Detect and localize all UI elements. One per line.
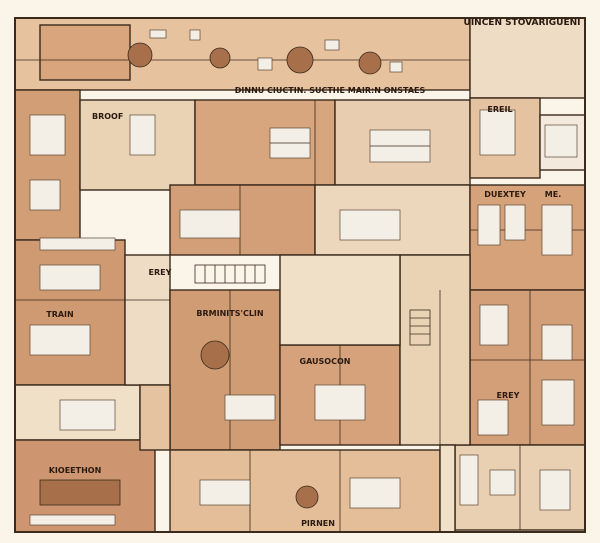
room-label-brminits: BRMINITS'CLIN bbox=[196, 309, 263, 318]
room-label-ereil: EREIL bbox=[487, 105, 512, 114]
room-label-train: TRAIN bbox=[46, 310, 73, 319]
top-left-patio bbox=[39, 24, 131, 81]
plan-title: UINCEN STOVARIGUENI bbox=[464, 18, 581, 28]
furniture-lower bbox=[29, 264, 401, 526]
stairs bbox=[194, 264, 431, 346]
room-label-duextey: DUEXTEY bbox=[484, 190, 526, 199]
outer-wall bbox=[14, 17, 586, 533]
train-room bbox=[14, 239, 126, 386]
room-label-broof: BROOF bbox=[92, 112, 123, 121]
room-label-kioeethon: KIOEETHON bbox=[49, 466, 102, 475]
room-label-erey-center: EREY bbox=[149, 268, 172, 277]
corridor-room bbox=[124, 254, 171, 386]
room-label-pirnen: PIRNEN bbox=[301, 519, 335, 528]
furniture-upper bbox=[29, 114, 431, 251]
room-label-gausocon: GAUSOCON bbox=[300, 357, 351, 366]
furniture-top bbox=[127, 29, 403, 75]
upper-dining-room bbox=[194, 99, 336, 186]
center-right-room bbox=[399, 254, 471, 446]
plan-banner: DINNU CIUCTIN. SUCTHE MAIR:N ONSTAES bbox=[235, 86, 426, 95]
stair-hall bbox=[279, 254, 401, 346]
top-right-corner bbox=[469, 17, 586, 99]
room-label-me: ME. bbox=[545, 190, 561, 199]
small-closet bbox=[139, 384, 171, 451]
brminits-room bbox=[169, 289, 281, 451]
left-wing-room bbox=[14, 89, 81, 241]
lower-corridor bbox=[439, 444, 456, 533]
furniture-right bbox=[459, 109, 578, 511]
room-label-erey-right: EREY bbox=[497, 391, 520, 400]
